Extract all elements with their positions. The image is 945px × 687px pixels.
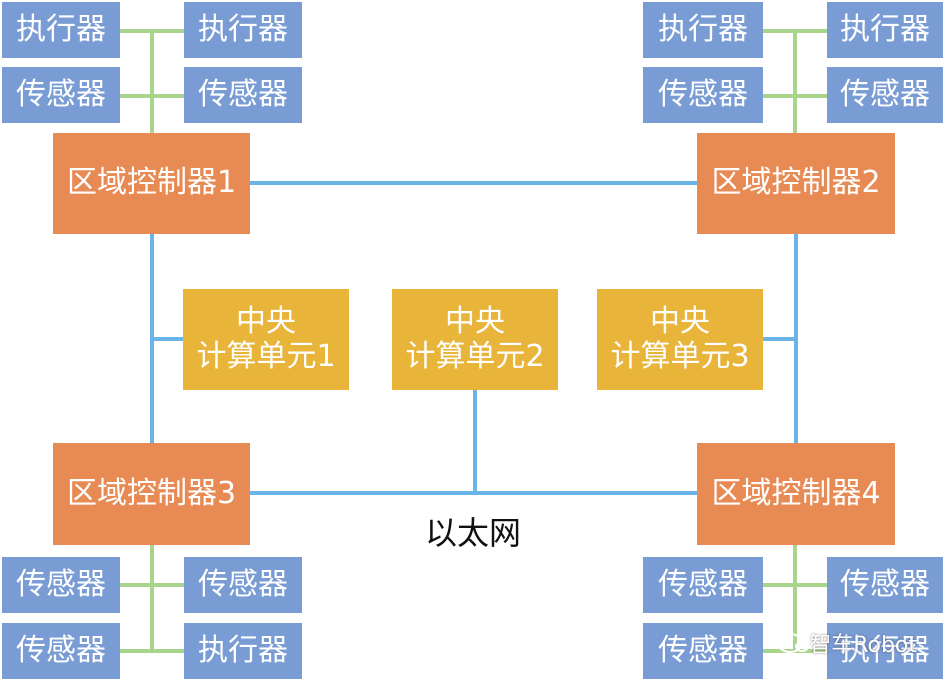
ccu-3-line1: 中央: [650, 304, 710, 339]
ccu-3-line2: 计算单元3: [610, 338, 750, 374]
ccu-2-line2: 计算单元2: [405, 338, 545, 374]
sensor-box-bl-2: 传感器: [184, 557, 302, 613]
sensor-box-br-2: 传感器: [827, 557, 943, 613]
actuator-box-tl-2: 执行器: [184, 2, 302, 58]
sensor-box-bl-1: 传感器: [2, 557, 120, 613]
central-computing-unit-3: 中央 计算单元3: [597, 289, 763, 390]
central-computing-unit-1: 中央 计算单元1: [183, 289, 349, 390]
ccu-2-line1: 中央: [445, 304, 505, 339]
actuator-box-bl-1: 执行器: [184, 623, 302, 679]
sensor-box-tl-1: 传感器: [2, 67, 120, 123]
sensor-box-tr-2: 传感器: [827, 67, 943, 123]
actuator-box-tl-1: 执行器: [2, 2, 120, 58]
zone-controller-4: 区域控制器4: [697, 443, 895, 545]
sensor-box-br-3: 传感器: [643, 623, 763, 679]
sensor-box-tl-2: 传感器: [184, 67, 302, 123]
zone-controller-1: 区域控制器1: [53, 133, 250, 234]
watermark-text: 智车Robot: [809, 633, 917, 658]
watermark: 智车Robot: [777, 627, 917, 659]
device-links: [120, 29, 827, 653]
ccu-1-line2: 计算单元1: [196, 338, 336, 374]
actuator-box-tr-1: 执行器: [643, 2, 763, 58]
ethernet-links: [150, 181, 798, 495]
sensor-box-br-1: 传感器: [643, 557, 763, 613]
central-computing-unit-2: 中央 计算单元2: [392, 289, 558, 390]
ccu-1-line1: 中央: [236, 304, 296, 339]
ethernet-label: 以太网: [425, 514, 522, 552]
zone-controller-2: 区域控制器2: [697, 133, 895, 234]
sensor-box-tr-1: 传感器: [643, 67, 763, 123]
sensor-box-bl-3: 传感器: [2, 623, 120, 679]
wechat-icon: [777, 633, 810, 653]
actuator-box-br-1: 执行器: [827, 623, 943, 679]
zone-controller-3: 区域控制器3: [53, 443, 250, 545]
actuator-box-tr-2: 执行器: [827, 2, 943, 58]
